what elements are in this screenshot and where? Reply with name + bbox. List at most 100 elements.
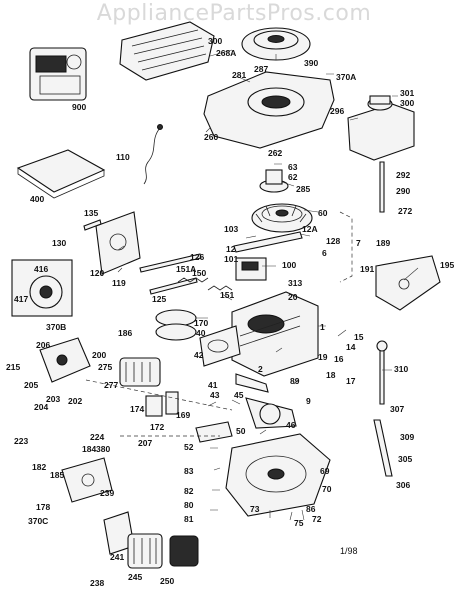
part-label[interactable]: 15 bbox=[354, 332, 364, 342]
part-label[interactable]: 260 bbox=[204, 132, 218, 142]
part-label[interactable]: 7 bbox=[356, 238, 361, 248]
part-label[interactable]: 103 bbox=[224, 224, 238, 234]
part-label[interactable]: 281 bbox=[232, 70, 246, 80]
part-label[interactable]: 172 bbox=[150, 422, 164, 432]
part-label[interactable]: 50 bbox=[236, 426, 246, 436]
ignition-module-part[interactable] bbox=[235, 257, 267, 281]
part-label[interactable]: 151A bbox=[176, 264, 196, 274]
part-label[interactable]: 239 bbox=[100, 488, 114, 498]
part-label[interactable]: 400 bbox=[30, 194, 44, 204]
cylinder-block-part[interactable] bbox=[231, 291, 319, 377]
part-label[interactable]: 128 bbox=[326, 236, 340, 246]
part-label[interactable]: 60 bbox=[318, 208, 328, 218]
part-label[interactable]: 43 bbox=[210, 390, 220, 400]
part-label[interactable]: 195 bbox=[440, 260, 454, 270]
part-label[interactable]: 287 bbox=[254, 64, 268, 74]
part-label[interactable]: 285 bbox=[296, 184, 310, 194]
part-label[interactable]: 245 bbox=[128, 572, 142, 582]
valve-stem-part[interactable] bbox=[149, 277, 198, 295]
part-label[interactable]: 272 bbox=[398, 206, 412, 216]
part-label[interactable]: 309 bbox=[400, 432, 414, 442]
part-label[interactable]: 72 bbox=[312, 514, 322, 524]
sump-cover-part[interactable] bbox=[225, 433, 331, 517]
part-label[interactable]: 135 bbox=[84, 208, 98, 218]
part-label[interactable]: 189 bbox=[376, 238, 390, 248]
part-label[interactable]: 110 bbox=[116, 152, 130, 162]
part-label[interactable]: 41 bbox=[208, 380, 218, 390]
part-label[interactable]: 275 bbox=[98, 362, 112, 372]
fuel-pump-part[interactable] bbox=[61, 457, 113, 503]
part-label[interactable]: 241 bbox=[110, 552, 124, 562]
part-label[interactable]: 150 bbox=[192, 268, 206, 278]
blower-cover-part[interactable] bbox=[119, 21, 215, 81]
camshaft-part[interactable] bbox=[195, 421, 233, 443]
part-label[interactable]: 207 bbox=[138, 438, 152, 448]
part-label[interactable]: 204 bbox=[34, 402, 48, 412]
part-label[interactable]: 250 bbox=[160, 576, 174, 586]
part-label[interactable]: 18 bbox=[326, 370, 336, 380]
part-label[interactable]: 130 bbox=[52, 238, 66, 248]
part-label[interactable]: 185 bbox=[50, 470, 64, 480]
part-label[interactable]: 370A bbox=[336, 72, 356, 82]
part-label[interactable]: 417 bbox=[14, 294, 28, 304]
part-label[interactable]: 119 bbox=[112, 278, 126, 288]
part-label[interactable]: 390 bbox=[304, 58, 318, 68]
part-label[interactable]: 292 bbox=[396, 170, 410, 180]
part-label[interactable]: 313 bbox=[288, 278, 302, 288]
part-label[interactable]: 20 bbox=[288, 292, 298, 302]
part-label[interactable]: 262 bbox=[268, 148, 282, 158]
part-label[interactable]: 305 bbox=[398, 454, 412, 464]
part-label[interactable]: 184 bbox=[82, 444, 96, 454]
part-label[interactable]: 70 bbox=[322, 484, 332, 494]
carburetor-part[interactable] bbox=[39, 337, 91, 383]
part-label[interactable]: 203 bbox=[46, 394, 60, 404]
filter-element-part[interactable] bbox=[127, 533, 163, 569]
part-label[interactable]: 14 bbox=[346, 342, 356, 352]
part-label[interactable]: 2 bbox=[258, 364, 263, 374]
part-label[interactable]: 80 bbox=[184, 500, 194, 510]
part-label[interactable]: 200 bbox=[92, 350, 106, 360]
part-label[interactable]: 268A bbox=[216, 48, 236, 58]
part-label[interactable]: 12 bbox=[226, 244, 236, 254]
part-label[interactable]: 100 bbox=[282, 260, 296, 270]
part-label[interactable]: 206 bbox=[36, 340, 50, 350]
prefilter-part[interactable] bbox=[169, 535, 199, 567]
part-label[interactable]: 186 bbox=[118, 328, 132, 338]
flywheel-screen-part[interactable] bbox=[241, 27, 311, 61]
part-label[interactable]: 370C bbox=[28, 516, 48, 526]
part-label[interactable]: 19 bbox=[318, 352, 328, 362]
part-label[interactable]: 296 bbox=[330, 106, 344, 116]
intake-plate-part[interactable] bbox=[95, 211, 141, 275]
part-label[interactable]: 6 bbox=[322, 248, 327, 258]
part-label[interactable]: 62 bbox=[288, 172, 298, 182]
part-label[interactable]: 300 bbox=[208, 36, 222, 46]
part-label[interactable]: 63 bbox=[288, 162, 298, 172]
part-label[interactable]: 169 bbox=[176, 410, 190, 420]
fuel-line-part[interactable] bbox=[379, 161, 385, 213]
part-label[interactable]: 83 bbox=[184, 466, 194, 476]
part-label[interactable]: 170 bbox=[194, 318, 208, 328]
part-label[interactable]: 277 bbox=[104, 380, 118, 390]
dipstick-tube-part[interactable] bbox=[373, 419, 393, 477]
part-label[interactable]: 17 bbox=[346, 376, 356, 386]
part-label[interactable]: 12A bbox=[302, 224, 318, 234]
part-label[interactable]: 151 bbox=[220, 290, 234, 300]
fuel-tank-part[interactable] bbox=[347, 95, 415, 161]
part-label[interactable]: 215 bbox=[6, 362, 20, 372]
part-label[interactable]: 82 bbox=[184, 486, 194, 496]
piston-ring-part[interactable] bbox=[155, 309, 197, 341]
part-label[interactable]: 182 bbox=[32, 462, 46, 472]
part-label[interactable]: 86 bbox=[306, 504, 316, 514]
mounting-bolt-part[interactable] bbox=[83, 219, 102, 231]
part-label[interactable]: 416 bbox=[34, 264, 48, 274]
part-label[interactable]: 89 bbox=[290, 376, 300, 386]
part-label[interactable]: 301 bbox=[400, 88, 414, 98]
part-label[interactable]: 120 bbox=[90, 268, 104, 278]
part-label[interactable]: 290 bbox=[396, 186, 410, 196]
part-label[interactable]: 310 bbox=[394, 364, 408, 374]
part-label[interactable]: 380 bbox=[96, 444, 110, 454]
part-label[interactable]: 224 bbox=[90, 432, 104, 442]
intake-gasket-part[interactable] bbox=[145, 395, 163, 417]
dipstick-part[interactable] bbox=[379, 349, 385, 405]
valve-spring-part[interactable] bbox=[177, 277, 233, 291]
